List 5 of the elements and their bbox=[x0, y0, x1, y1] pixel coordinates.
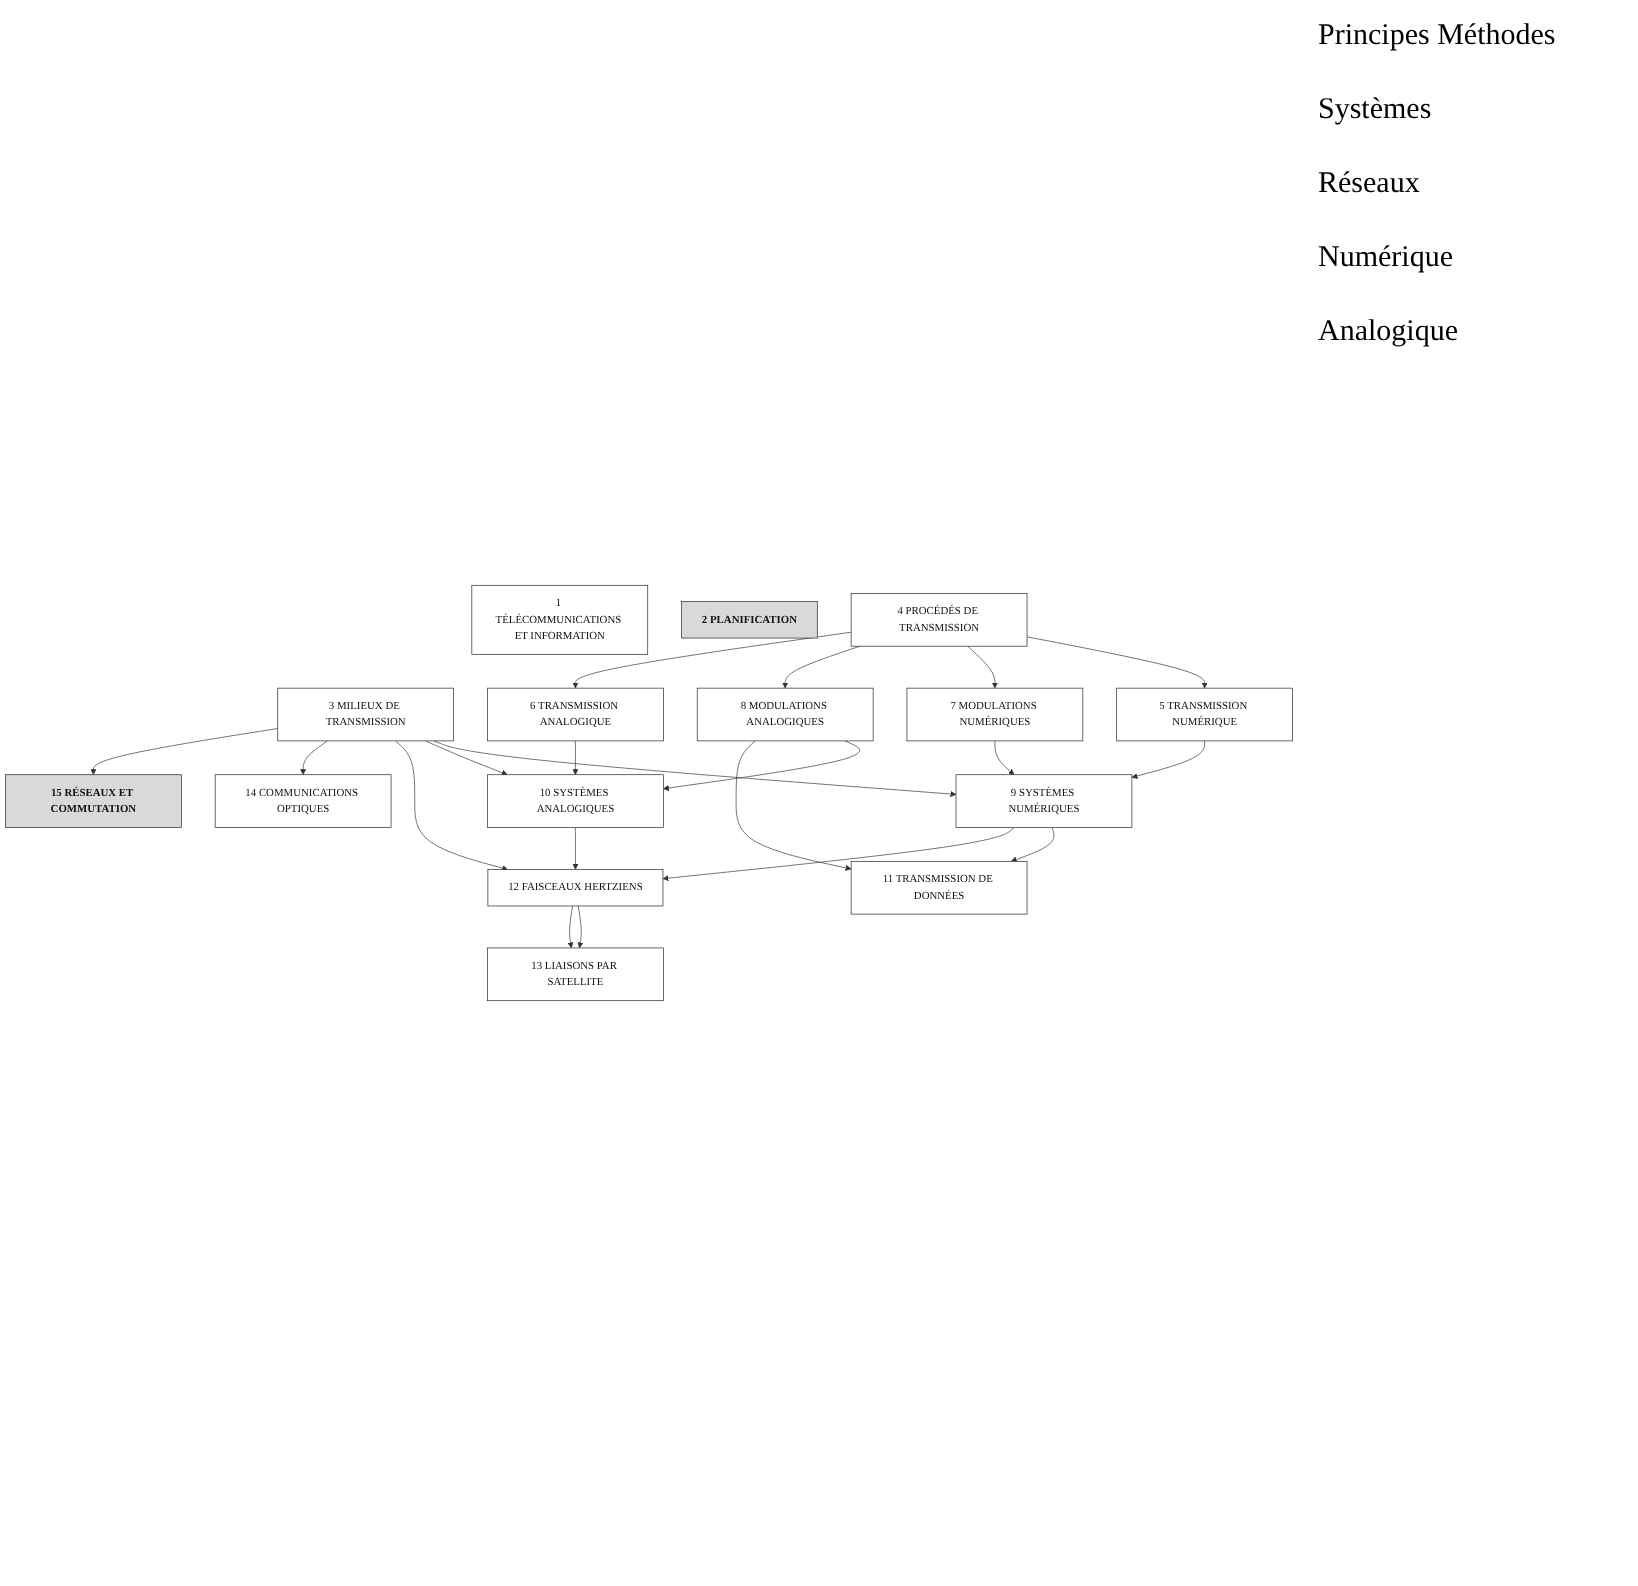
section-label: Réseaux bbox=[1318, 168, 1422, 202]
section-label: Systèmes bbox=[1318, 94, 1434, 128]
section-label: Analogique bbox=[1318, 316, 1460, 350]
section-label: Numérique bbox=[1318, 242, 1455, 276]
section-label: Principes Méthodes bbox=[1318, 20, 1558, 54]
